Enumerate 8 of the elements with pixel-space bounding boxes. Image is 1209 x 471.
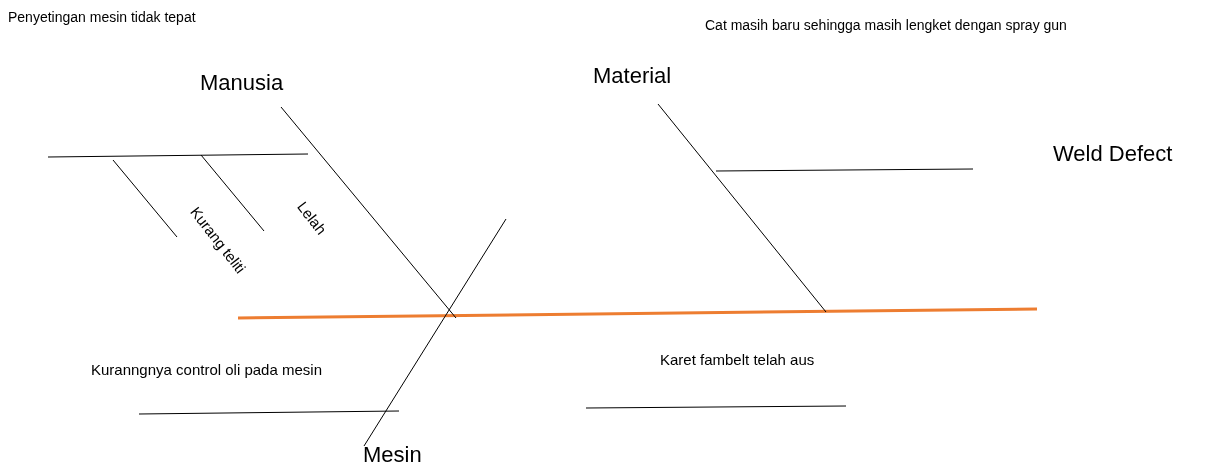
category-label: Mesin: [363, 442, 422, 468]
cause-label: Kuranngnya control oli pada mesin: [91, 361, 322, 379]
effect-label: Weld Defect: [1053, 141, 1173, 167]
cause-note: Penyetingan mesin tidak tepat: [8, 9, 196, 26]
cause-note: Cat masih baru sehingga masih lengket dengan spray gun: [705, 17, 1067, 34]
cause-label: Karet fambelt telah aus: [660, 351, 815, 369]
category-label: Material: [593, 63, 672, 89]
category-label: Manusia: [200, 70, 284, 96]
